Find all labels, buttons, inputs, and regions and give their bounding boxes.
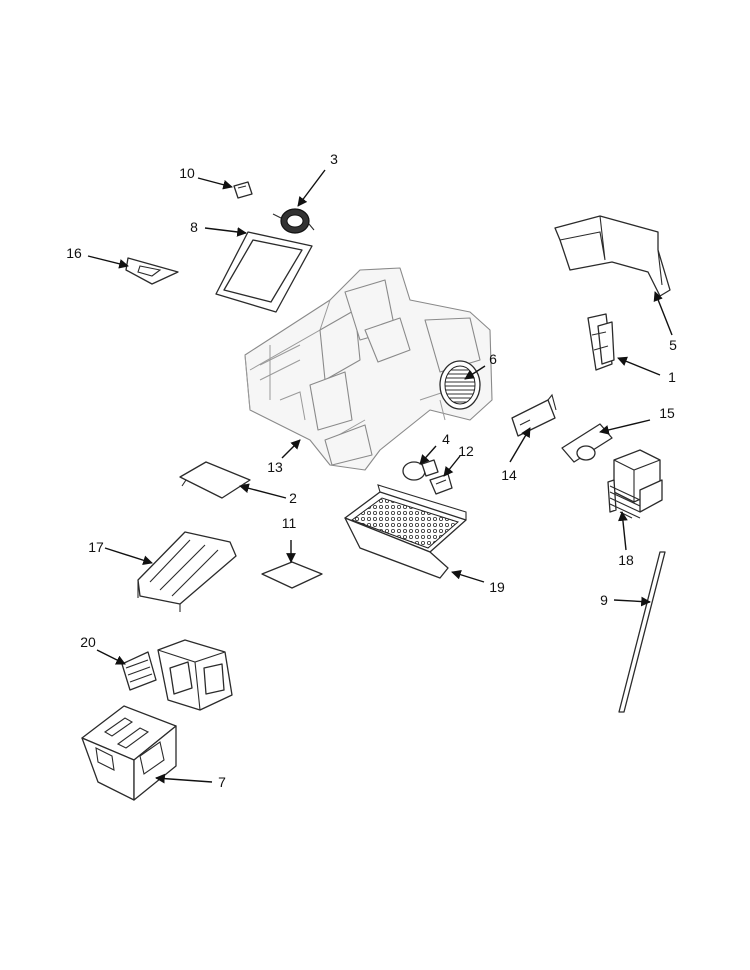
part-9-rod [618, 551, 666, 713]
part-14-control-board [511, 393, 557, 437]
part-17-vent-cover [137, 531, 237, 612]
callout-8: 8 [190, 219, 198, 235]
part-5-duct-cover [554, 215, 671, 297]
part-19-grease-filter [344, 484, 467, 579]
part-housing [157, 639, 233, 711]
callout-20: 20 [80, 634, 96, 650]
callout-12: 12 [458, 443, 474, 459]
callout-14: 14 [501, 467, 517, 483]
part-3-motor [272, 208, 315, 234]
callout-4: 4 [442, 431, 450, 447]
callout-5: 5 [669, 337, 677, 353]
part-12-lamp-socket [429, 473, 453, 495]
callout-18: 18 [618, 552, 634, 568]
callout-19: 19 [489, 579, 505, 595]
callout-2: 2 [289, 490, 297, 506]
callout-1: 1 [668, 369, 676, 385]
part-8-filter-frame [215, 231, 313, 313]
callout-9: 9 [600, 592, 608, 608]
part-1-bracket [587, 313, 615, 371]
callout-17: 17 [88, 539, 104, 555]
part-11-panel [261, 561, 323, 589]
part-7-mounting-cage [81, 705, 177, 801]
callout-6: 6 [489, 351, 497, 367]
leader-lines [87, 169, 673, 784]
part-18-transformer [607, 449, 663, 519]
part-6-blower-wheel [439, 360, 481, 410]
callout-13: 13 [267, 459, 283, 475]
callout-labels: 10 3 8 16 5 1 6 13 4 12 14 15 2 11 17 19… [66, 151, 677, 790]
callout-15: 15 [659, 405, 675, 421]
callout-16: 16 [66, 245, 82, 261]
callout-7: 7 [218, 774, 226, 790]
callout-3: 3 [330, 151, 338, 167]
part-10-switch [233, 181, 253, 199]
part-20-waveguide-cover [121, 651, 157, 691]
part-16-label [125, 257, 179, 285]
part-15-capacitor [561, 423, 613, 463]
callout-11: 11 [282, 515, 297, 531]
callout-10: 10 [179, 165, 195, 181]
part-2-plate [179, 461, 251, 499]
part-13-base-chassis [244, 267, 493, 471]
